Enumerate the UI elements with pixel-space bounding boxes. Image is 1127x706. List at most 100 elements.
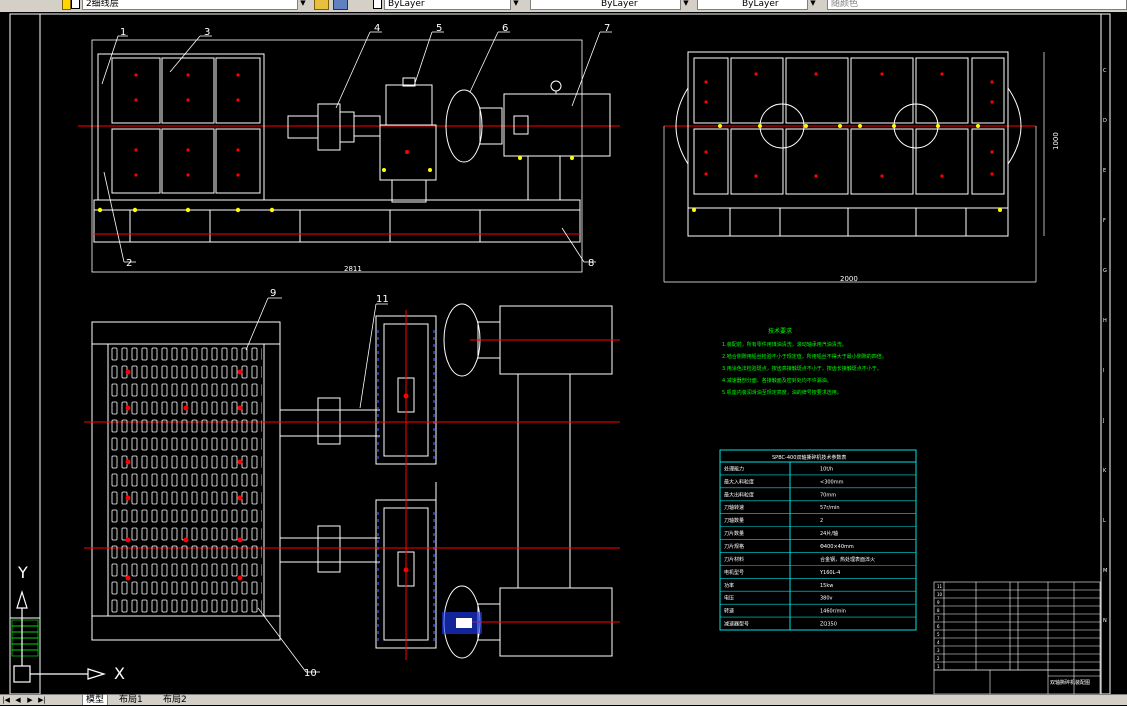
- color-value: ByLayer: [388, 0, 425, 9]
- svg-text:3: 3: [937, 648, 940, 653]
- next-tab-icon[interactable]: ▶: [27, 696, 33, 704]
- svg-text:4.减速器剖分面、各接触面及密封处均不许漏油。: 4.减速器剖分面、各接触面及密封处均不许漏油。: [722, 377, 832, 384]
- svg-text:4: 4: [937, 640, 940, 645]
- svg-text:K: K: [1103, 468, 1107, 474]
- left-title-strip: [11, 619, 39, 657]
- chevron-down-icon[interactable]: ▼: [297, 0, 308, 10]
- svg-text:D: D: [1103, 118, 1107, 124]
- spec-label: 最大出料粒度: [724, 491, 754, 498]
- svg-text:8: 8: [588, 258, 594, 269]
- spec-value: Φ400×40mm: [820, 544, 854, 550]
- ucs-x-label: X: [114, 664, 125, 683]
- plan-leaders: [245, 297, 388, 673]
- spec-label: 减速器型号: [724, 621, 749, 628]
- first-tab-icon[interactable]: |◀: [2, 696, 10, 704]
- side-bolts: [692, 124, 1002, 212]
- svg-text:2: 2: [126, 258, 132, 269]
- spec-value: 57r/min: [820, 505, 840, 511]
- chevron-down-icon[interactable]: ▼: [510, 0, 521, 10]
- plotstyle-dropdown[interactable]: 随颜色: [827, 0, 1127, 10]
- spec-label: 最大入料粒度: [724, 478, 754, 485]
- svg-text:L: L: [1103, 518, 1106, 524]
- layer-previous-icon[interactable]: [333, 0, 348, 10]
- spec-label: 刀片材料: [724, 556, 744, 563]
- last-tab-icon[interactable]: ▶|: [38, 696, 46, 704]
- front-bolts: [97, 156, 574, 213]
- svg-text:11: 11: [376, 294, 389, 305]
- chevron-down-icon[interactable]: ▼: [680, 0, 691, 10]
- svg-text:7: 7: [604, 23, 610, 34]
- svg-text:E: E: [1103, 168, 1106, 174]
- chevron-down-icon[interactable]: ▼: [807, 0, 818, 10]
- color-swatch-icon: [373, 0, 382, 9]
- linetype-dropdown[interactable]: ByLayer: [530, 0, 690, 10]
- prev-tab-icon[interactable]: ◀: [15, 696, 21, 704]
- color-dropdown[interactable]: ByLayer: [384, 0, 520, 10]
- svg-text:2: 2: [937, 656, 940, 661]
- lineweight-dropdown[interactable]: ByLayer: [697, 0, 817, 10]
- plan-balloons: 9 11 10: [270, 288, 389, 679]
- tab-model[interactable]: 模型: [82, 694, 109, 705]
- svg-text:5: 5: [436, 23, 442, 34]
- spec-value: Y160L-4: [819, 570, 840, 576]
- tab-layout2[interactable]: 布局2: [163, 695, 187, 705]
- svg-text:I: I: [1103, 368, 1104, 374]
- spec-label: 电机型号: [724, 569, 744, 576]
- ucs-icon: [13, 589, 107, 683]
- svg-text:5: 5: [937, 632, 940, 637]
- linetype-value: ByLayer: [601, 0, 638, 9]
- svg-text:1: 1: [120, 27, 126, 38]
- spec-value: <300mm: [820, 479, 844, 485]
- shredder-blades: [110, 346, 262, 614]
- dim-front-length: 2811: [344, 265, 362, 273]
- svg-text:M: M: [1103, 568, 1107, 574]
- spec-label: 刀片数量: [724, 530, 744, 537]
- svg-text:技术要求: 技术要求: [768, 327, 792, 335]
- dim-side-width: 2000: [840, 275, 858, 283]
- gearbox-bolts: [377, 330, 435, 644]
- svg-text:9: 9: [270, 288, 276, 299]
- lineweight-value: ByLayer: [742, 0, 779, 9]
- spec-label: 刀轴转速: [724, 504, 744, 511]
- properties-toolbar: 2细线层 ▼ ByLayer ▼ ByLayer ▼ ByLayer ▼ 随颜色: [0, 0, 1127, 13]
- layer-bulb-icon[interactable]: [62, 0, 71, 10]
- svg-text:4: 4: [374, 23, 380, 34]
- spec-value: 1460r/min: [820, 609, 846, 615]
- spec-label: 刀轴数量: [724, 517, 744, 524]
- tab-layout1[interactable]: 布局1: [119, 695, 143, 705]
- spec-value: 15kw: [820, 583, 833, 589]
- svg-text:8: 8: [937, 608, 940, 613]
- spec-value: 合金钢，热处理表面淬火: [820, 556, 875, 563]
- svg-text:3.用涂色法检验斑点，按齿高接触斑点不小于，按齿长接触斑点不: 3.用涂色法检验斑点，按齿高接触斑点不小于，按齿长接触斑点不小于。: [722, 365, 882, 372]
- plan-bolt-holes: [125, 369, 409, 581]
- svg-text:1: 1: [937, 664, 940, 669]
- front-view: [78, 39, 620, 273]
- layer-name: 2细线层: [86, 0, 119, 9]
- svg-text:6: 6: [502, 23, 508, 34]
- spec-value: 380v: [820, 596, 833, 602]
- svg-text:1.装配前，所有零件用煤油清洗，滚动轴承用汽油清洗。: 1.装配前，所有零件用煤油清洗，滚动轴承用汽油清洗。: [722, 341, 847, 348]
- drawing-frame: [9, 13, 1111, 694]
- plotstyle-value: 随颜色: [831, 0, 859, 9]
- svg-text:10: 10: [937, 592, 943, 597]
- layer-dropdown[interactable]: 2细线层: [82, 0, 307, 10]
- spec-title: SPBC-400双轴撕碎机技术参数表: [772, 454, 846, 461]
- svg-text:H: H: [1103, 318, 1107, 324]
- spec-label: 刀片规格: [724, 543, 744, 550]
- layer-color-icon[interactable]: [71, 0, 80, 9]
- layer-manager-icon[interactable]: [314, 0, 329, 10]
- spec-value: 10t/h: [820, 466, 833, 472]
- svg-text:C: C: [1103, 68, 1107, 74]
- svg-text:9: 9: [937, 600, 940, 605]
- side-bolt-holes: [704, 72, 994, 178]
- spec-label: 功率: [724, 582, 734, 589]
- ucs-y-label: Y: [18, 563, 28, 582]
- spec-label: 转速: [724, 608, 734, 615]
- front-balloons: 1 3 4 5 6 7 2 8: [120, 23, 610, 269]
- front-bolt-holes: [134, 73, 409, 177]
- spec-value: ZQ350: [820, 622, 837, 628]
- spec-label: 电压: [724, 595, 734, 602]
